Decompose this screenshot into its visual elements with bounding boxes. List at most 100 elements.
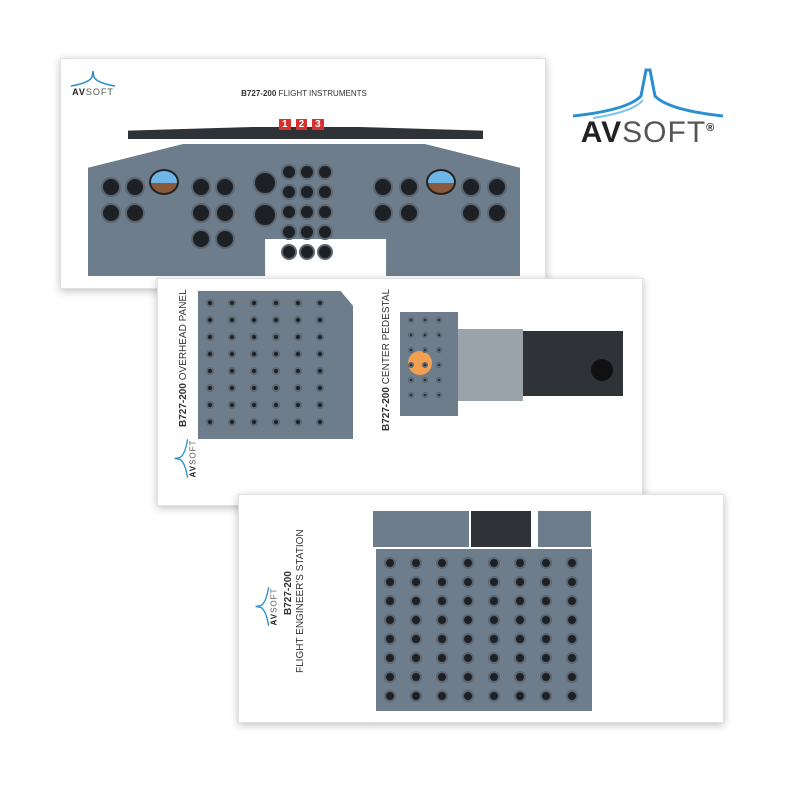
- gauge-icon: [462, 633, 474, 645]
- gauge-icon: [462, 671, 474, 683]
- gauge-icon: [317, 204, 333, 220]
- gauge-icon: [373, 203, 393, 223]
- gauge-icon: [101, 203, 121, 223]
- gauge-icon: [410, 671, 422, 683]
- fe-upper-panel-middle: [471, 511, 531, 547]
- gauge-icon: [101, 177, 121, 197]
- gauge-icon: [299, 204, 315, 220]
- avsoft-wings-icon: [71, 71, 115, 87]
- avsoft-wings-icon: [573, 68, 723, 119]
- gauge-icon: [191, 177, 211, 197]
- gauge-icon: [317, 244, 333, 260]
- switch-icon: [294, 350, 302, 358]
- gauge-icon: [253, 203, 277, 227]
- gauge-icon: [462, 652, 474, 664]
- center-pedestal-title: B727-200 CENTER PEDESTAL: [381, 288, 392, 431]
- gauge-icon: [281, 184, 297, 200]
- gauge-icon: [566, 652, 578, 664]
- gauge-icon: [299, 164, 315, 180]
- gauge-icon: [384, 614, 396, 626]
- avsoft-wings-icon: [255, 587, 270, 626]
- gauge-icon: [399, 203, 419, 223]
- switch-icon: [250, 367, 258, 375]
- gauge-icon: [253, 171, 277, 195]
- fire-handle-1: 1: [279, 119, 291, 130]
- gauge-icon: [566, 557, 578, 569]
- fe-upper-panel-left: [373, 511, 469, 547]
- gauge-icon: [410, 690, 422, 702]
- gauge-icon: [540, 614, 552, 626]
- knob-icon: [422, 377, 428, 383]
- switch-icon: [250, 418, 258, 426]
- gauge-icon: [384, 671, 396, 683]
- switch-icon: [206, 418, 214, 426]
- gauge-icon: [317, 164, 333, 180]
- switch-icon: [294, 299, 302, 307]
- gauge-icon: [514, 652, 526, 664]
- switch-icon: [206, 350, 214, 358]
- fe-upper-panel-right: [538, 511, 591, 547]
- gauge-icon: [215, 177, 235, 197]
- gauge-icon: [281, 244, 297, 260]
- gauge-icon: [436, 576, 448, 588]
- gauge-icon: [410, 652, 422, 664]
- switch-icon: [250, 316, 258, 324]
- gauge-icon: [461, 203, 481, 223]
- gauge-icon: [514, 595, 526, 607]
- switch-icon: [272, 316, 280, 324]
- gauge-icon: [514, 614, 526, 626]
- trackball-knob: [591, 359, 613, 381]
- sheet-title: B727-200 FLIGHT INSTRUMENTS: [241, 89, 367, 98]
- switch-icon: [228, 418, 236, 426]
- gauge-icon: [436, 595, 448, 607]
- gauge-icon: [488, 652, 500, 664]
- gauge-icon: [514, 690, 526, 702]
- switch-icon: [272, 418, 280, 426]
- sheet-logo: AVSOFT: [255, 587, 279, 627]
- sheet-logo: AVSOFT: [71, 71, 115, 97]
- overhead-panel: [198, 291, 353, 439]
- gauge-icon: [436, 633, 448, 645]
- gauge-icon: [462, 614, 474, 626]
- flight-engineer-title-model: B727-200: [283, 571, 294, 615]
- switch-icon: [272, 350, 280, 358]
- attitude-indicator: [149, 169, 179, 195]
- gauge-icon: [436, 652, 448, 664]
- gauge-icon: [410, 614, 422, 626]
- gauge-icon: [317, 184, 333, 200]
- sheet-logo: AVSOFT: [174, 439, 198, 479]
- switch-icon: [228, 350, 236, 358]
- overhead-pedestal-sheet: B727-200 OVERHEAD PANEL B727-200 CENTER …: [157, 278, 643, 506]
- switch-icon: [294, 367, 302, 375]
- knob-icon: [436, 347, 442, 353]
- switch-icon: [206, 316, 214, 324]
- switch-icon: [250, 299, 258, 307]
- gauge-icon: [281, 204, 297, 220]
- gauge-icon: [384, 633, 396, 645]
- switch-icon: [294, 401, 302, 409]
- switch-icon: [316, 350, 324, 358]
- gauge-icon: [299, 244, 315, 260]
- throttle-quadrant: [458, 329, 523, 401]
- gauge-icon: [384, 652, 396, 664]
- gauge-icon: [488, 690, 500, 702]
- gauge-icon: [540, 595, 552, 607]
- switch-icon: [272, 384, 280, 392]
- switch-icon: [294, 384, 302, 392]
- knob-icon: [436, 392, 442, 398]
- gauge-icon: [384, 557, 396, 569]
- gauge-icon: [410, 576, 422, 588]
- switch-icon: [294, 418, 302, 426]
- knob-icon: [436, 362, 442, 368]
- knob-icon: [422, 317, 428, 323]
- gauge-icon: [299, 184, 315, 200]
- gauge-icon: [462, 595, 474, 607]
- gauge-icon: [384, 576, 396, 588]
- gauge-icon: [488, 576, 500, 588]
- gauge-icon: [125, 177, 145, 197]
- gauge-icon: [410, 595, 422, 607]
- gauge-icon: [514, 633, 526, 645]
- switch-icon: [250, 333, 258, 341]
- overhead-panel-title: B727-200 OVERHEAD PANEL: [178, 289, 189, 427]
- attitude-indicator: [426, 169, 456, 195]
